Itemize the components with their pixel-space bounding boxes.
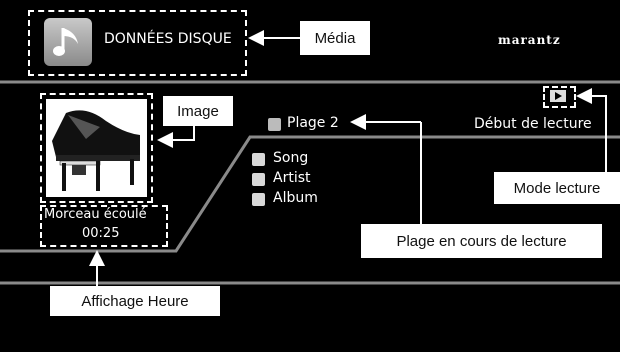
current-track-callout: Plage en cours de lecture: [361, 224, 602, 258]
media-callout: Média: [300, 21, 370, 55]
time-highlight: [40, 205, 168, 247]
artist-label: Artist: [273, 170, 311, 186]
disc-icon: [252, 193, 265, 206]
track-icon: [268, 118, 281, 131]
disc-data-title: DONNÉES DISQUE: [104, 31, 232, 47]
play-mode-callout: Mode lecture: [494, 172, 620, 204]
album-label: Album: [273, 190, 318, 206]
song-label: Song: [273, 150, 309, 166]
brand-logo: marantz: [498, 33, 561, 47]
music-note-icon: [44, 18, 92, 66]
play-icon: [550, 90, 566, 102]
elapsed-time: 00:25: [82, 226, 120, 241]
album-art: [46, 99, 147, 197]
time-display-callout: Affichage Heure: [50, 286, 220, 316]
image-callout: Image: [163, 96, 233, 126]
play-mode-highlight: [543, 86, 576, 108]
note-icon: [252, 153, 265, 166]
piano-icon: [52, 110, 140, 191]
play-status: Début de lecture: [474, 116, 592, 132]
image-highlight: [40, 93, 153, 203]
elapsed-label: Morceau écoulé: [44, 207, 147, 222]
media-highlight: [28, 10, 247, 76]
track-number: Plage 2: [287, 115, 339, 131]
person-icon: [252, 173, 265, 186]
